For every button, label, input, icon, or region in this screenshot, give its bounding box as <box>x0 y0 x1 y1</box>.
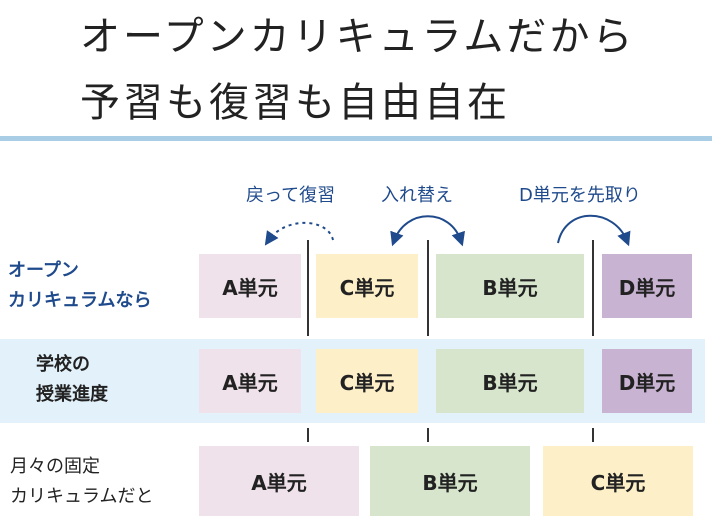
open-unit-b: B単元 <box>436 254 584 318</box>
boundary-tick <box>307 428 309 442</box>
boundary-tick <box>427 428 429 442</box>
school-unit-a: A単元 <box>199 349 301 413</box>
title-line-1: オープンカリキュラムだから <box>80 14 636 60</box>
fixed-unit-c: C単元 <box>543 446 693 516</box>
fixed-row-label-line1: 月々の固定 <box>10 456 100 477</box>
boundary-line <box>307 240 309 336</box>
open-unit-c: C単元 <box>316 254 418 318</box>
open-unit-a: A単元 <box>199 254 301 318</box>
boundary-tick <box>592 428 594 442</box>
review-arrow <box>264 221 334 246</box>
fixed-row-label-line2: カリキュラムだと <box>10 486 154 507</box>
open-row-label-line1: オープン <box>8 260 79 281</box>
swap-annotation: 入れ替え <box>381 185 453 206</box>
fixed-row-label: 月々の固定 カリキュラムだと <box>10 452 153 512</box>
open-row-label-line2: カリキュラムなら <box>8 290 152 311</box>
fixed-unit-b: B単元 <box>370 446 530 516</box>
school-row-label-line2: 授業進度 <box>36 384 108 405</box>
school-unit-d: D単元 <box>602 349 692 413</box>
fixed-unit-a: A単元 <box>199 446 359 516</box>
advance-arrow <box>557 214 631 247</box>
school-row-label: 学校の 授業進度 <box>36 350 108 410</box>
review-annotation: 戻って復習 <box>246 185 336 206</box>
boundary-line <box>427 240 429 336</box>
swap-arrow <box>390 215 465 247</box>
school-unit-c: C単元 <box>316 349 418 413</box>
school-row-label-line1: 学校の <box>36 354 90 375</box>
boundary-line <box>592 240 594 336</box>
advance-annotation: D単元を先取り <box>519 185 641 206</box>
title-divider <box>0 136 712 141</box>
open-row-label: オープン カリキュラムなら <box>8 256 151 316</box>
title-line-2: 予習も復習も自由自在 <box>80 80 510 126</box>
school-unit-b: B単元 <box>436 349 584 413</box>
open-unit-d: D単元 <box>602 254 692 318</box>
